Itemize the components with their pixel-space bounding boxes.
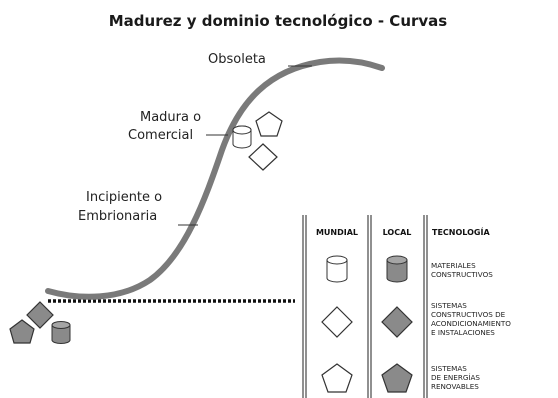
legend-world-pentagon-icon	[321, 363, 353, 393]
mature-pentagon-icon	[255, 111, 283, 137]
legend-header-technology: TECNOLOGÍA	[432, 226, 490, 237]
legend-table: MUNDIAL LOCAL TECNOLOGÍA MATERIALES CONS…	[302, 215, 511, 398]
stage-label-obsolete: Obsoleta	[208, 52, 266, 67]
start-pentagon-icon	[9, 319, 35, 344]
legend-world-cylinder-icon	[326, 255, 348, 283]
legend-header-local: LOCAL	[383, 228, 412, 237]
legend-row2-line3: ACONDICIONAMIENTO	[431, 319, 511, 328]
mature-diamond-icon	[248, 143, 278, 171]
legend-row1-line2: CONSTRUCTIVOS	[431, 270, 493, 279]
legend-local-pentagon-icon	[381, 363, 413, 393]
stage-label-mature-2: Comercial	[128, 128, 193, 143]
maturity-s-curve	[45, 57, 385, 300]
diagram-title: Madurez y dominio tecnológico - Curvas	[109, 12, 448, 30]
legend-row2-line4: E INSTALACIONES	[431, 328, 495, 337]
stage-label-incipient-2: Embrionaria	[78, 209, 157, 224]
legend-row2-line1: SISTEMAS	[431, 301, 467, 310]
legend-local-diamond-icon	[381, 306, 413, 338]
legend-row3-line2: DE ENERGÍAS	[431, 373, 480, 382]
stage-label-mature-1: Madura o	[140, 110, 201, 125]
legend-row3-line1: SISTEMAS	[431, 364, 467, 373]
legend-local-cylinder-icon	[386, 255, 408, 283]
mature-cylinder-icon	[232, 125, 252, 149]
legend-row2-line2: CONSTRUCTIVOS DE	[431, 310, 506, 319]
legend-world-diamond-icon	[321, 306, 353, 338]
start-diamond-icon	[26, 301, 54, 329]
start-cylinder-icon	[51, 321, 71, 344]
legend-row3-line3: RENOVABLES	[431, 382, 479, 391]
stage-label-incipient-1: Incipiente o	[86, 190, 162, 205]
legend-row1-line1: MATERIALES	[431, 261, 476, 270]
legend-header-world: MUNDIAL	[316, 228, 358, 237]
